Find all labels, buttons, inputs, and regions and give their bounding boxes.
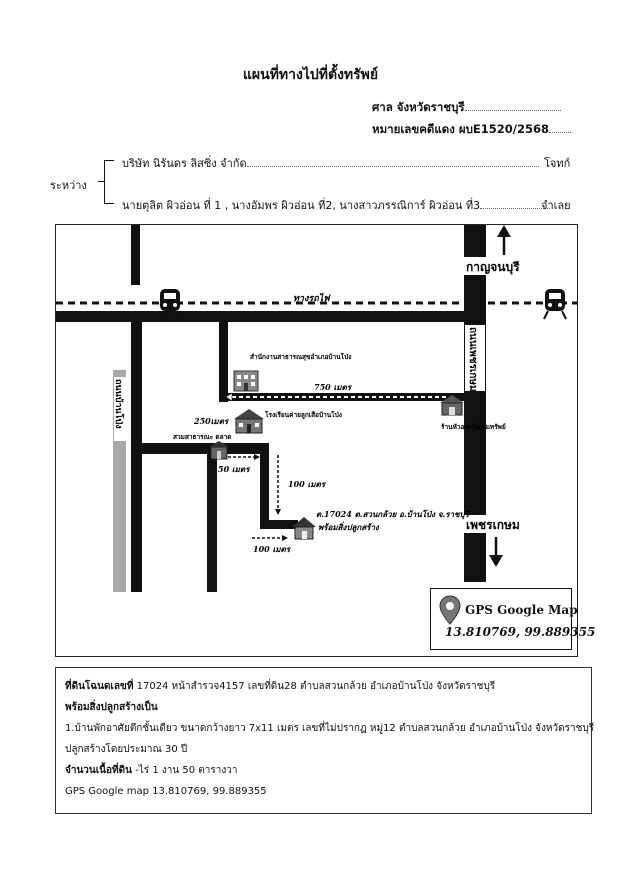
south-label: เพชรเกษม bbox=[466, 518, 520, 532]
plaintiff-role: โจทก์ bbox=[544, 157, 571, 170]
distance-750: 750 เมตร bbox=[314, 382, 353, 392]
deed-text: 17024 หน้าสำรวจ4157 เลขที่ดิน28 ตำบลสวนก… bbox=[133, 681, 496, 692]
building-line1: 1.บ้านพักอาศัยตึกชั้นเดียว ขนาดกว้างยาว … bbox=[65, 723, 595, 734]
gps-text: GPS Google map 13.810769, 99.889355 bbox=[65, 786, 267, 797]
north-arrow-icon bbox=[497, 225, 511, 255]
road-banpong bbox=[131, 322, 142, 592]
distance-100-a: 100 เมตร bbox=[288, 479, 327, 489]
train-icon bbox=[543, 289, 567, 320]
road-petchkasem bbox=[464, 225, 486, 582]
distance-100-b: 100 เมตร bbox=[253, 544, 292, 554]
area-text: -ไร่ 1 งาน 50 ตารางวา bbox=[131, 765, 238, 776]
school-label: โรงเรียนค่ายลูกเสือบ้านโป่ง bbox=[264, 410, 342, 420]
deed-row: ที่ดินโฉนดเลขที่ 17024 หน้าสำรวจ4157 เลข… bbox=[65, 676, 582, 697]
defendants-names: นายตุลิต ผิวอ่อน ที่ 1 , นางอัมพร ผิวอ่อ… bbox=[122, 196, 551, 214]
north-label-bg bbox=[464, 257, 530, 275]
route-map: ทางรถไฟ กาญจนบุรี เพชรเกษม bbox=[55, 224, 578, 657]
gps-box: GPS Google Map 13.810769, 99.889355 bbox=[430, 588, 595, 650]
distance-50: 50 เมตร bbox=[218, 464, 251, 474]
road-horizontal-main bbox=[56, 311, 464, 322]
property-label-line1: ต.17024 ต.สวนกล้วย อ.บ้านโป่ง จ.ราชบุรี bbox=[316, 509, 471, 520]
defendant-role: จำเลย bbox=[541, 199, 571, 212]
south-label-bg bbox=[464, 515, 532, 533]
arrow-down-icon bbox=[275, 509, 281, 515]
arrow-right-icon bbox=[254, 454, 260, 460]
between-label: ระหว่าง bbox=[50, 179, 87, 192]
property-label-line2: พร้อมสิ่งปลูกสร้าง bbox=[318, 521, 380, 533]
plaintiff-name: บริษัท นิรันดร ลิสซิ่ง จำกัด bbox=[122, 154, 539, 172]
route-to-property bbox=[260, 520, 298, 529]
health-office-icon bbox=[233, 370, 259, 392]
route-map-svg: ทางรถไฟ กาญจนบุรี เพชรเกษม bbox=[56, 225, 577, 592]
map-pin-icon bbox=[439, 595, 461, 625]
left-road-label: ถนนบ้านโป่ง bbox=[113, 379, 125, 429]
road-mid-vertical bbox=[219, 322, 228, 402]
route-vertical bbox=[260, 443, 269, 527]
right-road-label: ถนนเพชรเกษม bbox=[467, 327, 478, 392]
road-soi bbox=[142, 443, 260, 454]
toilet-icon bbox=[209, 441, 229, 460]
dotted-line bbox=[548, 123, 571, 133]
property-info-box: ที่ดินโฉนดเลขที่ 17024 หน้าสำรวจ4157 เลข… bbox=[55, 667, 595, 814]
property-house-icon bbox=[292, 517, 316, 540]
dotted-line bbox=[480, 199, 551, 209]
building-heading: พร้อมสิ่งปลูกสร้างเป็น bbox=[65, 702, 158, 713]
gps-title: GPS Google Map bbox=[465, 603, 578, 617]
party-bracket-tick bbox=[98, 181, 105, 182]
dotted-line bbox=[246, 157, 539, 167]
arrow-right-icon bbox=[282, 535, 288, 541]
building-line2: ปลูกสร้างโดยประมาณ 30 ปี bbox=[65, 744, 188, 755]
area-label: จำนวนเนื้อที่ดิน bbox=[65, 765, 132, 776]
south-arrow-icon bbox=[489, 537, 503, 567]
school-icon bbox=[234, 409, 264, 434]
shop-label: ร้านหัวอรกกุ้งเข็มทรัพย์ bbox=[441, 422, 506, 431]
distance-250: 250เมตร bbox=[193, 416, 230, 426]
area-row: จำนวนเนื้อที่ดิน -ไร่ 1 งาน 50 ตารางวา bbox=[65, 760, 582, 781]
train-icon bbox=[158, 289, 182, 320]
dotted-line bbox=[464, 101, 561, 111]
gps-coordinates: 13.810769, 99.889355 bbox=[445, 625, 596, 639]
court-name: ศาล จังหวัดราชบุรี bbox=[372, 99, 561, 117]
north-label: กาญจนบุรี bbox=[466, 260, 520, 275]
right-road-label-bg bbox=[465, 325, 485, 391]
road-top-left bbox=[131, 225, 140, 285]
railway-label: ทางรถไฟ bbox=[293, 292, 331, 304]
party-bracket bbox=[104, 160, 114, 204]
route-corner bbox=[252, 443, 266, 451]
left-road-label-bg bbox=[114, 377, 126, 441]
page-title: แผนที่ทางไปที่ตั้งทรัพย์ bbox=[242, 67, 379, 83]
case-number: หมายเลขคดีแดง ผบE1520/2568 bbox=[372, 121, 571, 139]
road-soi-down bbox=[207, 454, 217, 592]
deed-label: ที่ดินโฉนดเลขที่ bbox=[65, 681, 134, 692]
health-office-label: สำนักงานสาธารณสุขอำเภอบ้านโป่ง bbox=[250, 352, 351, 361]
toilet-label: สวมสาธารณะ ตลาด bbox=[173, 433, 232, 441]
shop-icon bbox=[440, 395, 464, 416]
arrow-left-icon bbox=[225, 392, 233, 402]
